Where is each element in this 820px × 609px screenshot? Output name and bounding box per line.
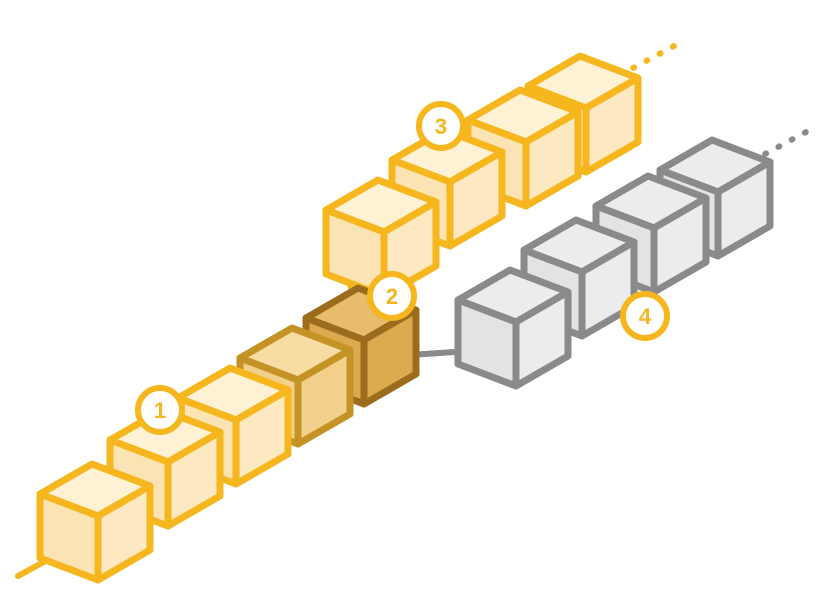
chain-4-cube-1 — [454, 266, 572, 390]
badge-1: 1 — [135, 385, 185, 435]
badge-2: 2 — [367, 271, 417, 321]
chain-1-cube-1 — [36, 460, 154, 584]
chain-1-cube-1-side — [94, 482, 154, 584]
chain-2-cube-1-side — [294, 346, 354, 448]
chain-4-cube-4-side — [714, 158, 774, 260]
badge-4-circle — [620, 291, 670, 341]
link-4-continue — [749, 128, 811, 164]
chain-3-cube-4-side — [582, 74, 642, 176]
chain-3-cube-3-side — [522, 108, 582, 210]
badge-3-circle — [416, 101, 466, 151]
step-badges: 1 2 3 4 — [135, 101, 670, 435]
chain-3-cube-1 — [322, 176, 440, 300]
badge-2-label: 2 — [386, 284, 398, 309]
chain-1-cube-3-side — [232, 386, 292, 488]
chain-1-cube-2-side — [164, 428, 224, 530]
badge-4-label: 4 — [639, 304, 652, 329]
badge-3: 3 — [416, 101, 466, 151]
chain-4-cube-1-side — [512, 288, 572, 390]
badge-4: 4 — [620, 291, 670, 341]
badge-1-circle — [135, 385, 185, 435]
chain-4-cube-3-side — [650, 194, 710, 296]
badge-3-label: 3 — [435, 114, 447, 139]
link-3-continue — [617, 42, 679, 78]
badge-2-circle — [367, 271, 417, 321]
cube-blocks — [36, 52, 774, 584]
badge-1-label: 1 — [154, 398, 166, 423]
chain-3-cube-2-side — [446, 148, 506, 250]
